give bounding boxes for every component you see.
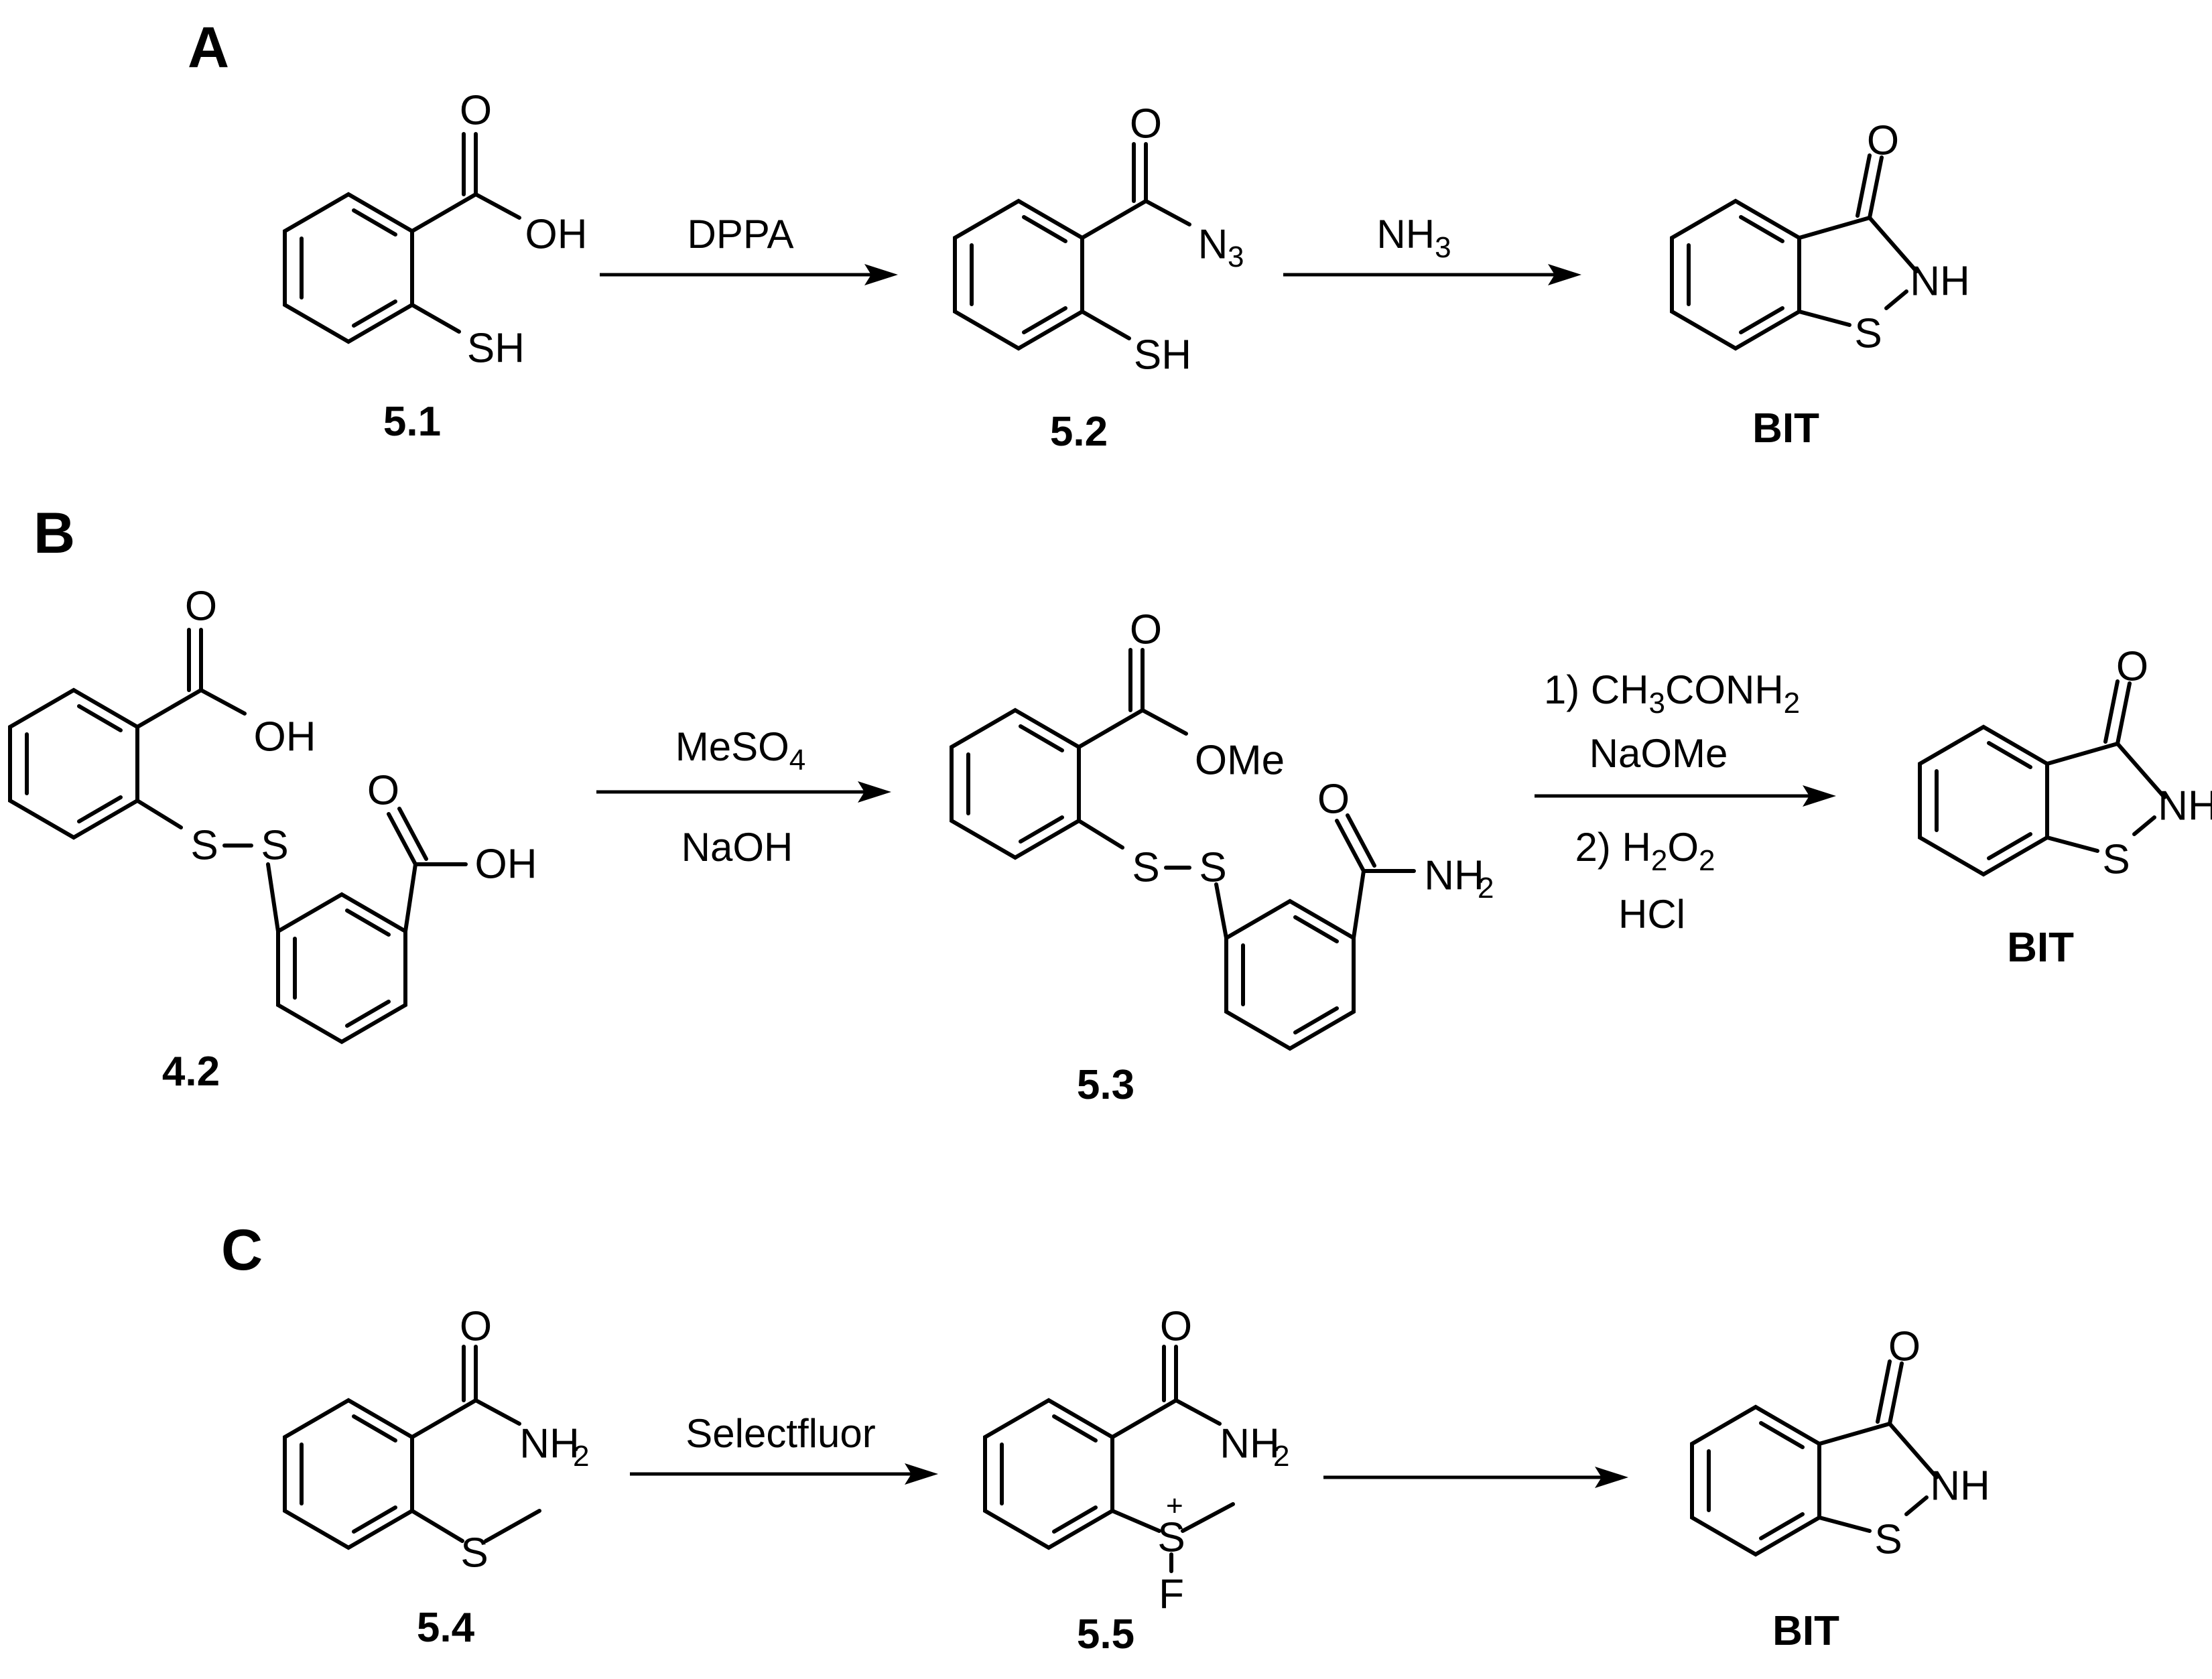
arrow-b2: 1) CH3CONH2 NaOMe 2) H2O2 HCl [1535, 667, 1836, 937]
atom-s-charge: + [1166, 1489, 1183, 1522]
arrow-c2 [1323, 1467, 1628, 1488]
atom-s: S [460, 1530, 488, 1576]
reagent-meso4-subscript: 4 [789, 744, 805, 777]
panel-b: B O OH S S [10, 501, 2212, 1108]
atom-sh: SH [1134, 332, 1191, 379]
compound-label-bit: BIT [1772, 1608, 1839, 1654]
atom-nh: NH [1910, 259, 1970, 305]
svg-text:1) CH3CONH2: 1) CH3CONH2 [1544, 667, 1800, 720]
atom-sh: SH [467, 326, 525, 372]
reagent-selectfluor: Selectfluor [686, 1411, 875, 1456]
atom-nh-subscript: 2 [1478, 872, 1494, 904]
reagent-dppa: DPPA [688, 212, 794, 257]
atom-oh-2: OH [475, 842, 537, 888]
compound-5-1: O OH SH [285, 88, 588, 372]
svg-text:NH3: NH3 [1376, 212, 1451, 264]
svg-text:MeSO4: MeSO4 [675, 724, 806, 777]
svg-text:2) H2O2: 2) H2O2 [1575, 825, 1715, 877]
compound-label-5-4: 5.4 [417, 1605, 475, 1651]
compound-bit: O NH S [1920, 644, 2212, 883]
reagent-line1-sub2: 2 [1784, 687, 1800, 720]
atom-o: O [1888, 1324, 1921, 1370]
atom-o: O [1160, 1304, 1192, 1350]
atom-o-2: O [1317, 777, 1350, 823]
compound-label-bit: BIT [2007, 925, 2074, 971]
reagent-line1-sub1: 3 [1649, 687, 1665, 720]
atom-nh: NH [1930, 1463, 1990, 1509]
compound-label-5-3: 5.3 [1077, 1062, 1134, 1108]
atom-nh: NH [1424, 853, 1484, 899]
reagent-meso4: MeSO [675, 724, 789, 769]
arrow-a1: DPPA [600, 212, 898, 285]
compound-5-5: O NH 2 S + F [985, 1304, 1289, 1618]
arrow-b1: MeSO4 NaOH [596, 724, 891, 870]
atom-s-1: S [190, 823, 218, 869]
compound-label-bit: BIT [1752, 405, 1819, 452]
panel-c-label: C [221, 1218, 263, 1282]
arrow-a2: NH3 [1283, 212, 1581, 285]
atom-o-2: O [367, 768, 399, 814]
atom-nh: NH [2158, 783, 2212, 829]
arrow-c1: Selectfluor [630, 1411, 938, 1485]
compound-label-5-2: 5.2 [1050, 409, 1108, 455]
atom-oh-1: OH [254, 714, 316, 760]
reagent-line3-sub2: 2 [1699, 844, 1715, 877]
compound-4-2: O OH S S O OH [10, 584, 537, 1043]
panel-a-label: A [188, 15, 229, 80]
atom-o: O [1867, 118, 1899, 164]
atom-o: O [460, 88, 492, 134]
atom-o-1: O [1130, 607, 1162, 653]
atom-ome: OMe [1195, 738, 1285, 784]
compound-bit: O NH S [1692, 1324, 1990, 1563]
atom-o: O [2116, 644, 2148, 690]
reagent-line3-b: O [1667, 825, 1699, 870]
compound-5-3: O OMe S S O NH 2 [952, 607, 1494, 1049]
atom-s: S [2102, 837, 2130, 883]
compound-label-5-1: 5.1 [383, 399, 441, 445]
atom-s-2: S [1199, 845, 1226, 891]
atom-n-subscript: 3 [1228, 241, 1244, 273]
compound-bit: O NH S [1672, 118, 1970, 357]
atom-o-1: O [185, 584, 217, 630]
atom-o: O [460, 1304, 492, 1350]
panel-a: A O OH SH 5.1 DPPA O [188, 15, 1970, 455]
reagent-nh3-subscript: 3 [1435, 231, 1451, 264]
atom-nh-subscript: 2 [573, 1440, 589, 1473]
reagent-line3-sub1: 2 [1651, 844, 1667, 877]
reagent-nh3: NH [1376, 212, 1435, 257]
compound-5-2: O N 3 SH [955, 101, 1244, 379]
reagent-line1-b: CONH [1665, 667, 1784, 712]
atom-o: O [1130, 101, 1162, 147]
reagent-naoh: NaOH [681, 825, 793, 870]
reagent-line1-a: 1) CH [1544, 667, 1649, 712]
atom-s: S [1157, 1515, 1185, 1561]
atom-s-2: S [261, 823, 288, 869]
atom-s: S [1874, 1517, 1902, 1563]
panel-b-label: B [34, 501, 75, 565]
atom-s: S [1854, 311, 1882, 357]
atom-nh-subscript: 2 [1273, 1440, 1289, 1473]
atom-nh: NH [519, 1421, 580, 1467]
atom-oh: OH [525, 212, 588, 258]
reagent-line3-a: 2) H [1575, 825, 1651, 870]
compound-label-4-2: 4.2 [162, 1049, 220, 1095]
panel-c: C O NH 2 S 5.4 Selectfluor [221, 1218, 1990, 1658]
atom-f: F [1159, 1572, 1184, 1618]
atom-n: N [1198, 222, 1228, 268]
atom-nh: NH [1220, 1421, 1280, 1467]
compound-label-5-5: 5.5 [1077, 1611, 1134, 1658]
atom-s-1: S [1132, 845, 1159, 891]
compound-5-4: O NH 2 S [285, 1304, 589, 1576]
reagent-line4: HCl [1618, 892, 1685, 937]
reagent-line2: NaOMe [1589, 731, 1728, 776]
